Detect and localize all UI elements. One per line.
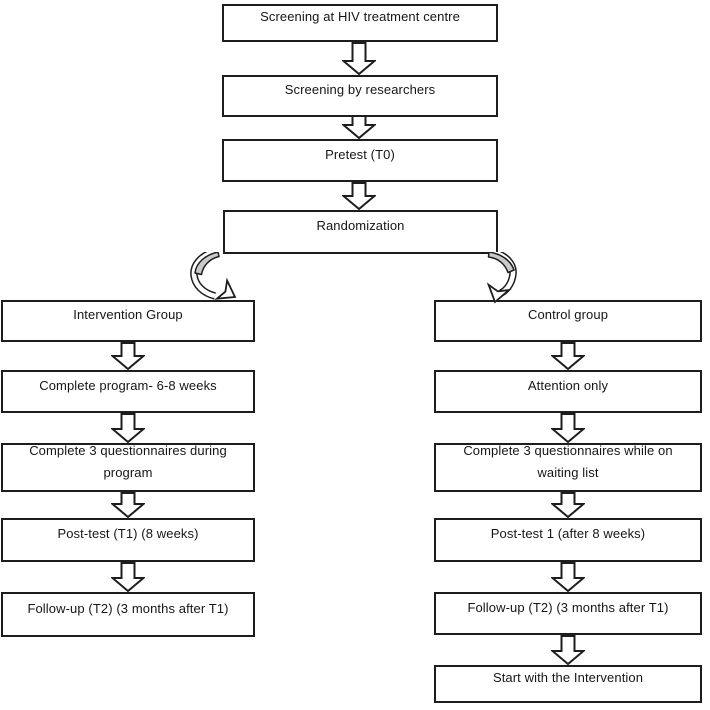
node-control-group: Control group bbox=[434, 300, 702, 342]
node-screening-centre: Screening at HIV treatment centre bbox=[222, 4, 498, 42]
down-arrow-icon bbox=[551, 342, 585, 370]
node-start-intervention: Start with the Intervention bbox=[434, 665, 702, 703]
node-screening-researchers: Screening by researchers bbox=[222, 75, 498, 117]
down-arrow-icon bbox=[111, 413, 145, 443]
down-arrow-icon bbox=[342, 42, 376, 75]
node-attention-only: Attention only bbox=[434, 370, 702, 413]
node-pretest-t0: Pretest (T0) bbox=[222, 139, 498, 182]
down-arrow-icon bbox=[342, 115, 376, 139]
node-followup-control: Follow-up (T2) (3 months after T1) bbox=[434, 592, 702, 635]
node-posttest-t1: Post-test (T1) (8 weeks) bbox=[1, 518, 255, 562]
node-posttest-1: Post-test 1 (after 8 weeks) bbox=[434, 518, 702, 562]
down-arrow-icon bbox=[551, 413, 585, 443]
curved-split-arrow-left-icon bbox=[190, 252, 237, 300]
down-arrow-icon bbox=[111, 562, 145, 592]
node-questionnaires-during: Complete 3 questionnaires during program bbox=[1, 443, 255, 492]
down-arrow-icon bbox=[111, 342, 145, 370]
node-intervention-group: Intervention Group bbox=[1, 300, 255, 342]
curved-split-arrow-right-icon bbox=[486, 252, 517, 304]
down-arrow-icon bbox=[111, 492, 145, 518]
down-arrow-icon bbox=[551, 562, 585, 592]
node-randomization: Randomization bbox=[223, 210, 498, 254]
node-followup-intervention: Follow-up (T2) (3 months after T1) bbox=[1, 592, 255, 637]
down-arrow-icon bbox=[551, 635, 585, 665]
node-complete-program: Complete program- 6-8 weeks bbox=[1, 370, 255, 413]
down-arrow-icon bbox=[551, 492, 585, 518]
node-questionnaires-waiting: Complete 3 questionnaires while on waiti… bbox=[434, 443, 702, 492]
down-arrow-icon bbox=[342, 182, 376, 210]
